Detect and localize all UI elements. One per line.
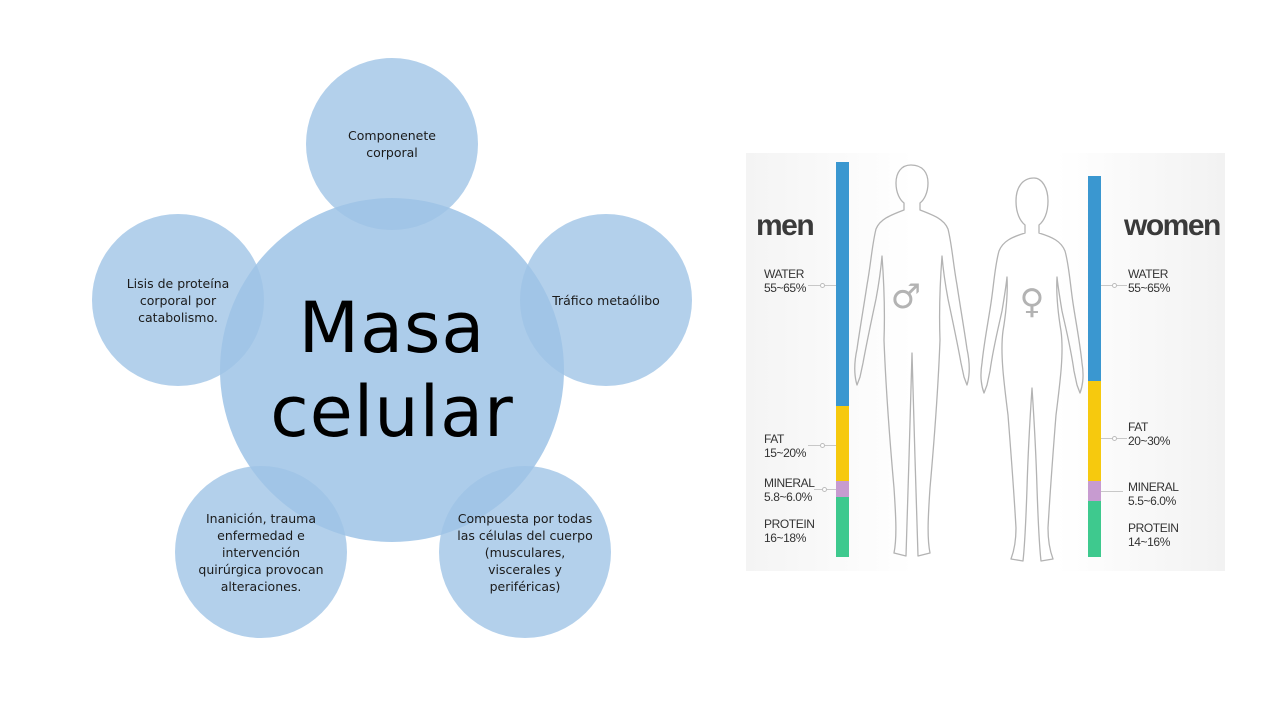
women-fat-label: FAT 20~30%: [1128, 420, 1170, 448]
satellite-bottom-right: Compuesta por todas las células del cuer…: [439, 466, 611, 638]
satellite-bottom-right-label: Compuesta por todas las células del cuer…: [457, 510, 593, 594]
men-protein-bar: [836, 497, 849, 557]
women-mineral-label: MINERAL 5.5~6.0%: [1128, 480, 1179, 508]
center-label: Masa celular: [270, 287, 514, 453]
men-water-bar: [836, 162, 849, 406]
men-water-label: WATER 55~65%: [764, 267, 806, 295]
men-fat-label: FAT 15~20%: [764, 432, 806, 460]
men-mineral-dot: [822, 487, 827, 492]
male-figure: [854, 164, 970, 557]
women-protein-label: PROTEIN 14~16%: [1128, 521, 1179, 549]
satellite-left: Lisis de proteína corporal por catabolis…: [92, 214, 264, 386]
men-water-dot: [820, 283, 825, 288]
women-water-dot: [1112, 283, 1117, 288]
male-symbol-icon: ♂: [891, 277, 921, 317]
men-mineral-label: MINERAL 5.8~6.0%: [764, 476, 815, 504]
satellite-top-label: Componenete corporal: [348, 128, 436, 160]
satellite-bottom-left-label: Inanición, trauma enfermedad e intervenc…: [198, 510, 324, 594]
satellite-left-label: Lisis de proteína corporal por catabolis…: [126, 275, 230, 325]
men-heading: men: [756, 209, 815, 242]
female-symbol-icon: ♀: [1020, 282, 1045, 322]
women-water-label: WATER 55~65%: [1128, 267, 1170, 295]
women-fat-dot: [1112, 436, 1117, 441]
women-protein-bar: [1088, 501, 1101, 557]
female-figure: [980, 177, 1084, 562]
men-mineral-bar: [836, 481, 849, 497]
body-composition-infographic: ♂ ♀ men women: [746, 153, 1225, 571]
women-mineral-connector: [1101, 491, 1123, 492]
satellite-right-label: Tráfico metaólibo: [552, 292, 660, 308]
women-water-bar: [1088, 176, 1101, 381]
women-mineral-bar: [1088, 481, 1101, 501]
satellite-top: Componenete corporal: [306, 58, 478, 230]
satellite-bottom-left: Inanición, trauma enfermedad e intervenc…: [175, 466, 347, 638]
men-fat-dot: [820, 443, 825, 448]
men-protein-label: PROTEIN 16~18%: [764, 517, 815, 545]
men-fat-bar: [836, 406, 849, 481]
satellite-right: Tráfico metaólibo: [520, 214, 692, 386]
human-figures-illustration: ♂ ♀: [854, 164, 1084, 562]
women-heading: women: [1124, 209, 1221, 242]
women-fat-bar: [1088, 381, 1101, 481]
